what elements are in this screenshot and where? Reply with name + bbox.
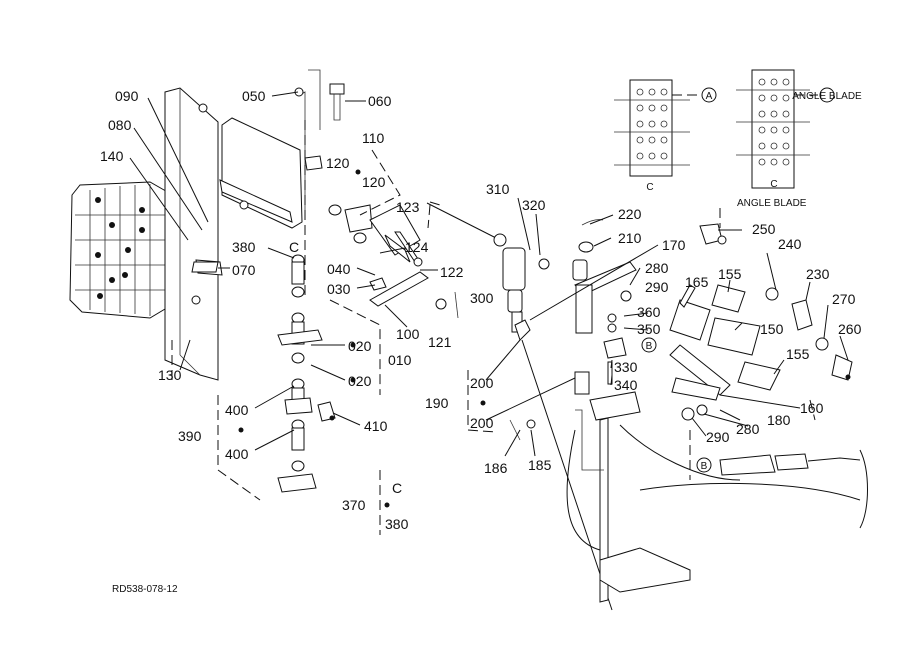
label-090: 090 (115, 88, 139, 104)
label-155-a: 155 (718, 266, 742, 282)
label-310: 310 (486, 181, 510, 197)
label-260: 260 (838, 321, 862, 337)
label-c-a: C (289, 239, 299, 255)
leader-dots-left (238, 169, 390, 508)
label-030: 030 (327, 281, 351, 297)
label-190: 190 (425, 395, 449, 411)
link-shaft (304, 155, 423, 267)
label-390: 390 (178, 428, 202, 444)
label-240: 240 (778, 236, 802, 252)
label-130: 130 (158, 367, 182, 383)
part-labels: 090 080 140 050 060 110 120 120 123 124 … (100, 88, 862, 532)
label-400-b: 400 (225, 446, 249, 462)
label-210: 210 (618, 230, 642, 246)
label-280-a: 280 (645, 260, 669, 276)
bolt-060 (329, 83, 345, 121)
label-080: 080 (108, 117, 132, 133)
label-185: 185 (528, 457, 552, 473)
label-165: 165 (685, 274, 709, 290)
label-290-b: 290 (706, 429, 730, 445)
label-340: 340 (614, 377, 638, 393)
label-220: 220 (618, 206, 642, 222)
label-370: 370 (342, 497, 366, 513)
label-121: 121 (428, 334, 452, 350)
label-060: 060 (368, 93, 392, 109)
pedal-frame (566, 391, 868, 603)
label-170: 170 (662, 237, 686, 253)
callout-b-upper: B (646, 341, 653, 352)
plate-100 (369, 271, 429, 307)
drawing-code: RD538-078-12 (112, 584, 178, 595)
label-200-b: 200 (470, 415, 494, 431)
right-linkage (669, 223, 853, 421)
label-050: 050 (242, 88, 266, 104)
label-020-a: 020 (348, 338, 372, 354)
callout-b-lower: B (701, 461, 708, 472)
label-140: 140 (100, 148, 124, 164)
inset-c-label-2: C (770, 179, 777, 190)
angle-blade-caption: ANGLE BLADE (737, 198, 807, 209)
label-350: 350 (637, 321, 661, 337)
label-122: 122 (440, 264, 464, 280)
callout-a-inset-2: ANGLE BLADE (792, 91, 862, 102)
label-100: 100 (396, 326, 420, 342)
label-123: 123 (396, 199, 420, 215)
dashed-groupings-right (429, 201, 816, 480)
label-160: 160 (800, 400, 824, 416)
leader-lines-right (485, 197, 849, 457)
label-300: 300 (470, 290, 494, 306)
lever-170 (509, 219, 637, 441)
control-valve: A (69, 181, 188, 319)
label-320: 320 (522, 197, 546, 213)
inset-angle-blade: ANGLE BLADE C (736, 69, 862, 190)
shock-absorber (493, 233, 613, 611)
leader-dots-right (480, 374, 851, 406)
label-330: 330 (614, 359, 638, 375)
label-120-a: 120 (326, 155, 350, 171)
label-070: 070 (232, 262, 256, 278)
label-250: 250 (752, 221, 776, 237)
throttle-cable: B B (641, 337, 861, 476)
label-400-a: 400 (225, 402, 249, 418)
label-180: 180 (767, 412, 791, 428)
callout-a-inset-1: A (706, 91, 713, 102)
washer-121 (435, 298, 447, 310)
label-186: 186 (484, 460, 508, 476)
inset-c-label-1: C (646, 182, 653, 193)
label-c-b: C (392, 480, 402, 496)
dashed-groupings-left (171, 120, 431, 535)
label-110: 110 (362, 130, 385, 146)
label-200-a: 200 (470, 375, 494, 391)
mounting-bracket (164, 87, 223, 381)
label-380-a: 380 (232, 239, 256, 255)
pin-030 (369, 277, 387, 291)
label-155-b: 155 (786, 346, 810, 362)
label-150: 150 (760, 321, 784, 337)
lever-plate (219, 69, 321, 229)
label-040: 040 (327, 261, 351, 277)
label-020-b: 020 (348, 373, 372, 389)
label-290-a: 290 (645, 279, 669, 295)
label-270: 270 (832, 291, 856, 307)
label-380-b: 380 (385, 516, 409, 532)
label-010: 010 (388, 352, 412, 368)
inset-standard: A C (614, 79, 717, 193)
label-360: 360 (637, 304, 661, 320)
label-280-b: 280 (736, 421, 760, 437)
label-230: 230 (806, 266, 830, 282)
label-120-b: 120 (362, 174, 386, 190)
label-410: 410 (364, 418, 388, 434)
label-124: 124 (405, 239, 429, 255)
leader-lines-left (129, 91, 501, 451)
